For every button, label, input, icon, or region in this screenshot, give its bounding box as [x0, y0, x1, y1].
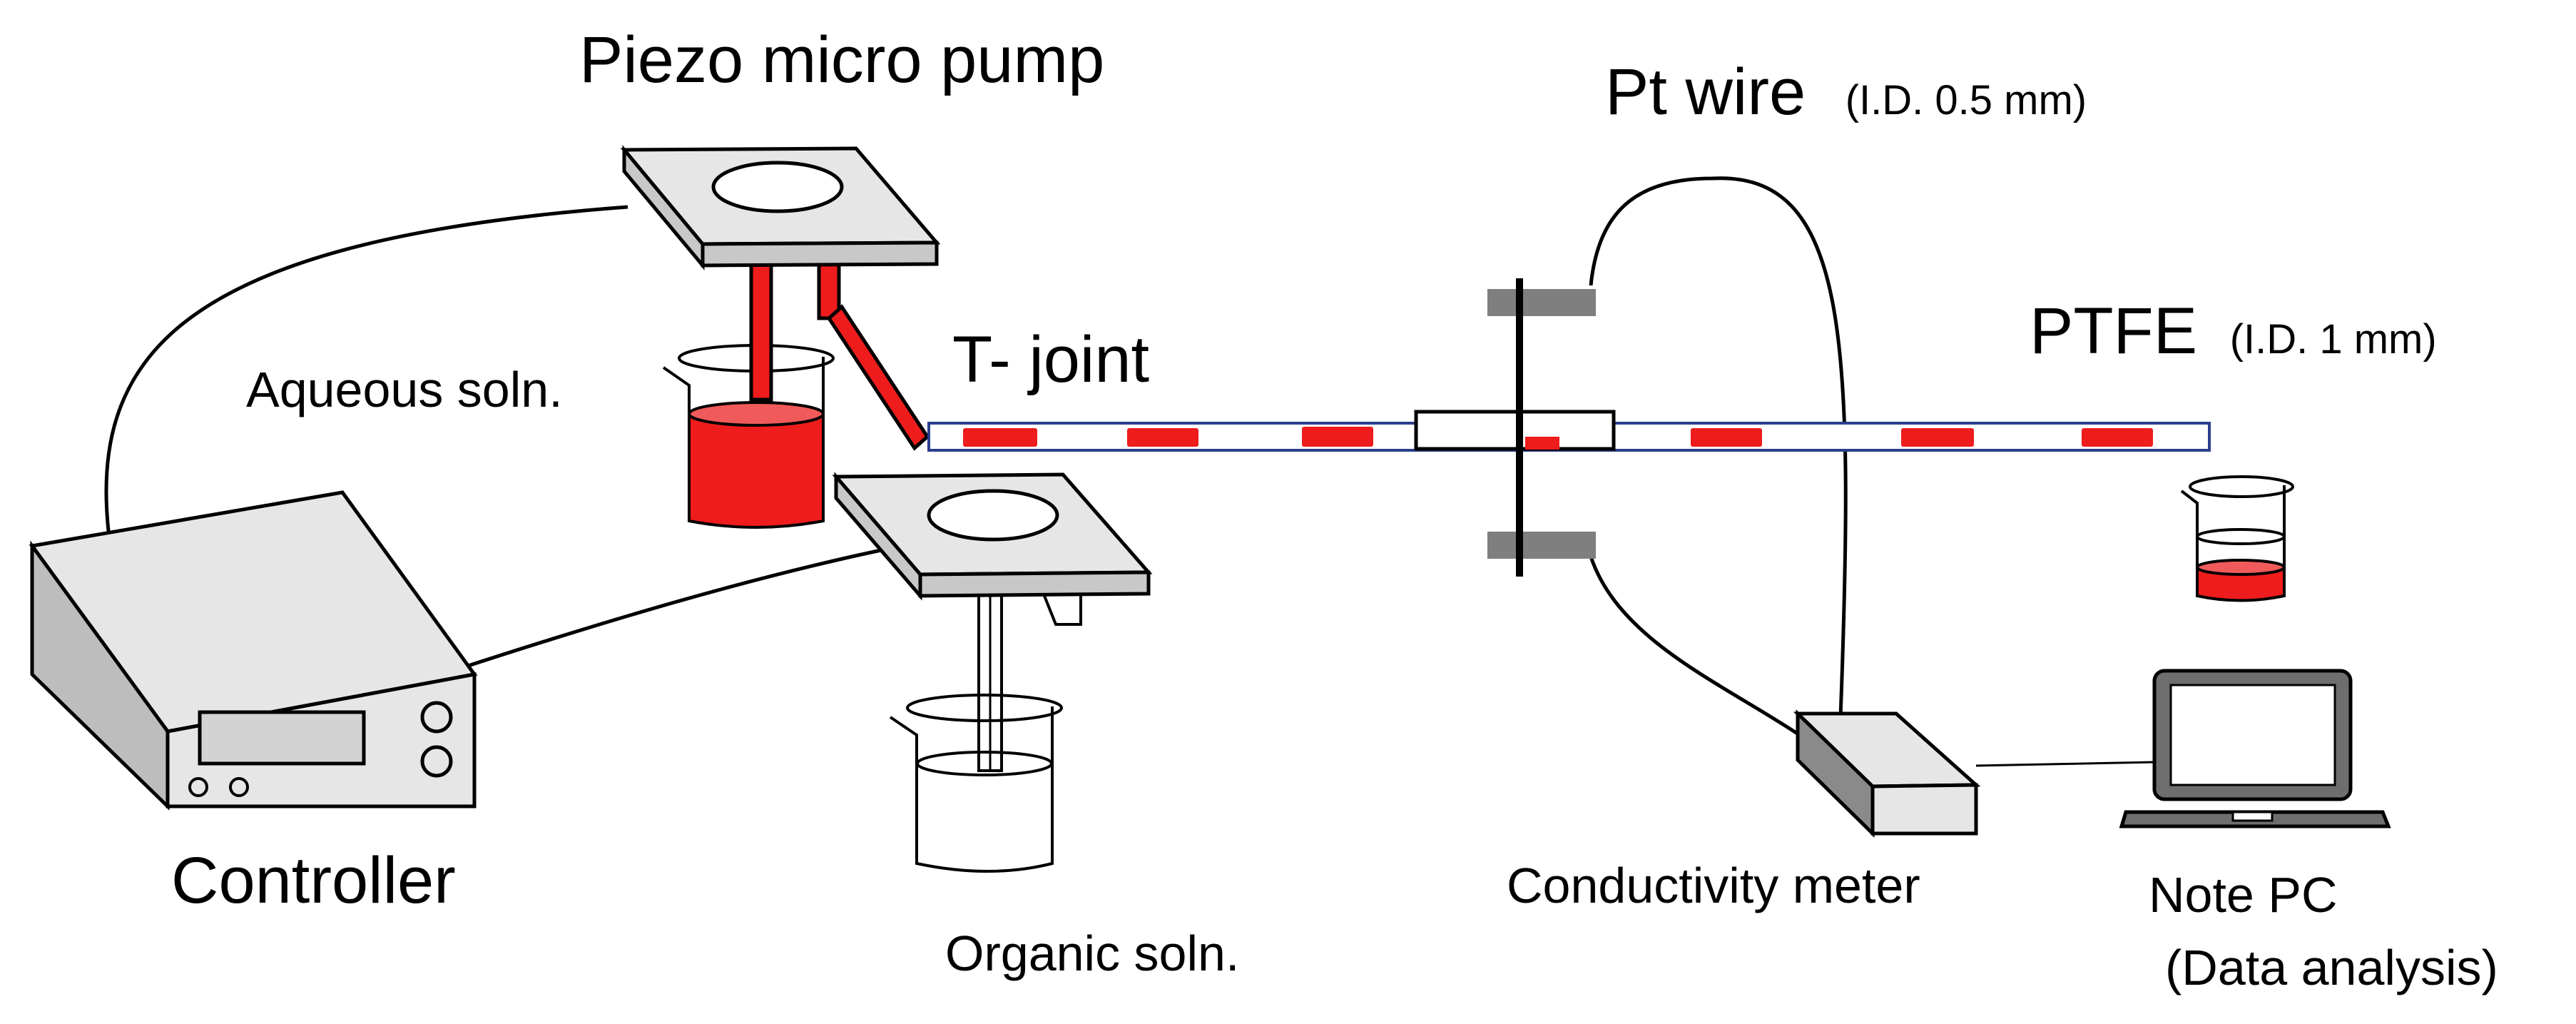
conductivity-meter-device	[1793, 709, 1981, 838]
note-pc-device	[2119, 669, 2391, 828]
lower-piezo-pump	[832, 472, 1153, 772]
controller-button-right	[229, 777, 249, 797]
organic-liquid-surface	[916, 751, 1053, 776]
liquid-segment	[2082, 428, 2153, 447]
collection-beaker-mark	[2196, 528, 2286, 545]
organic-beaker-rim	[906, 694, 1063, 722]
liquid-segment	[1127, 428, 1198, 447]
controller-knob-upper	[420, 701, 453, 734]
label-conductivity-meter: Conductivity meter	[1507, 858, 1920, 913]
label-t-joint: T- joint	[952, 323, 1149, 396]
controller-knob-lower	[420, 745, 453, 778]
laptop-screen	[2169, 684, 2336, 786]
aqueous-beaker	[662, 344, 835, 529]
label-ptfe-text: PTFE	[2030, 295, 2197, 367]
wire-meter-to-pc	[1975, 761, 2155, 767]
aqueous-liquid-surface	[688, 401, 825, 427]
wire-controller-to-pump1	[104, 205, 628, 572]
pump-front-face	[701, 240, 939, 268]
wire-pt-lower-to-meter	[1589, 556, 1806, 741]
controller-device	[29, 490, 478, 811]
electrode-upper-plate	[1487, 289, 1596, 316]
label-piezo-micro-pump: Piezo micro pump	[579, 24, 1104, 96]
controller-button-left	[188, 777, 208, 797]
collection-beaker-glass	[2180, 485, 2286, 602]
aqueous-liquid	[689, 412, 823, 527]
label-note-pc: Note PC	[2149, 867, 2338, 923]
lower-pump-front-face	[918, 570, 1151, 598]
pump-nozzle-aqueous	[749, 260, 773, 402]
meter-front-face	[1870, 783, 1978, 836]
lower-pump-diaphragm	[927, 489, 1059, 542]
detection-cell	[1414, 278, 1616, 577]
aqueous-beaker-glass	[662, 357, 825, 529]
label-aqueous-soln: Aqueous soln.	[246, 362, 563, 417]
liquid-segment	[963, 428, 1037, 447]
pump-feed-tube	[826, 304, 930, 451]
controller-display	[198, 710, 366, 766]
collection-beaker	[2180, 475, 2294, 602]
organic-beaker	[889, 694, 1063, 873]
detection-cell-holder	[1414, 410, 1616, 451]
laptop-base-notch	[2231, 811, 2274, 822]
label-pt-wire: Pt wire (I.D. 0.5 mm)	[1605, 56, 2087, 128]
organic-beaker-glass	[889, 706, 1054, 873]
text-labels: Piezo micro pump Aqueous soln. T- joint …	[171, 24, 2498, 995]
label-pt-wire-text: Pt wire	[1605, 56, 1806, 128]
wire-controller-to-pump2	[463, 547, 885, 669]
label-data-analysis: (Data analysis)	[2165, 940, 2498, 995]
label-controller: Controller	[171, 844, 456, 917]
label-ptfe-dimension: (I.D. 1 mm)	[2230, 316, 2437, 363]
pt-wire-electrode	[1516, 278, 1523, 577]
collection-liquid	[2197, 567, 2284, 601]
connection-wires	[104, 176, 2155, 767]
label-organic-soln: Organic soln.	[945, 926, 1239, 981]
liquid-segment	[1302, 427, 1373, 447]
collection-liquid-surface	[2196, 559, 2286, 576]
electrode-lower-plate	[1487, 532, 1596, 559]
label-ptfe: PTFE (I.D. 1 mm)	[2030, 295, 2437, 367]
wire-pt-upper-to-meter	[1589, 176, 1848, 718]
pump-diaphragm	[711, 161, 844, 213]
label-pt-wire-dimension: (I.D. 0.5 mm)	[1846, 77, 2087, 123]
liquid-segment	[1691, 428, 1762, 447]
collection-beaker-rim	[2189, 475, 2294, 498]
electrode-gap-segment	[1525, 437, 1559, 450]
liquid-segment	[1901, 428, 1974, 447]
